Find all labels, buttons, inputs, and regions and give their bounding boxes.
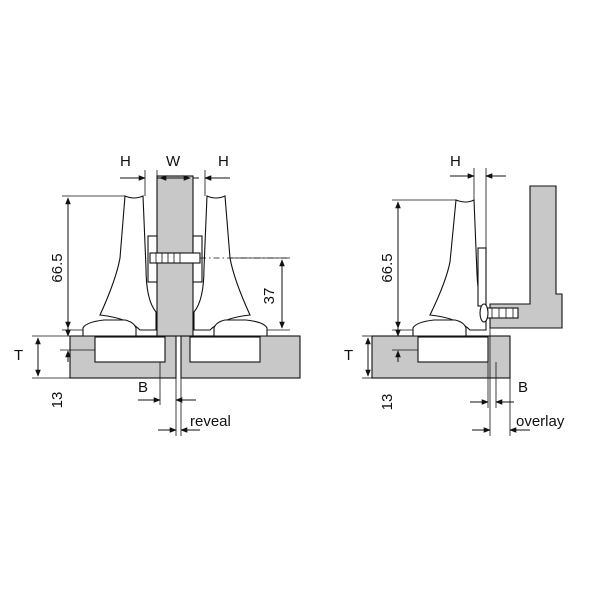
label-overlay: overlay [516, 413, 565, 430]
right-hinge-cup [417, 336, 489, 363]
label-t-left: T [14, 347, 23, 364]
right-screw [479, 303, 519, 323]
right-hinge-arm [429, 199, 487, 331]
label-37: 37 [261, 288, 278, 305]
label-w: W [166, 153, 181, 170]
right-cabinet-side [489, 185, 563, 329]
left-hinge-arm-b [193, 195, 251, 331]
left-hinge-arm-a [99, 195, 157, 331]
label-h-left-a: H [120, 153, 131, 170]
left-hinge-plate-b [213, 319, 268, 337]
label-13-left: 13 [49, 392, 66, 409]
label-reveal: reveal [190, 413, 231, 430]
right-mount-plate [477, 247, 487, 307]
label-b-right: B [518, 379, 528, 396]
left-view-double-door: H W H 66.5 37 T 13 B [14, 153, 301, 436]
label-13-right: 13 [379, 394, 396, 411]
left-hinge-cup-a [94, 336, 166, 363]
left-hinge-plate-a [82, 319, 137, 337]
label-t-right: T [344, 347, 353, 364]
left-screw [149, 252, 201, 264]
right-view-single-door: H 66.5 T 13 B overlay [344, 153, 565, 436]
label-66-5-right: 66.5 [379, 253, 396, 282]
label-h-right: H [450, 153, 461, 170]
right-hinge-plate [412, 319, 467, 337]
label-b-left: B [138, 379, 148, 396]
label-h-left-b: H [218, 153, 229, 170]
left-hinge-cup-b [189, 336, 261, 363]
label-66-5-left: 66.5 [49, 253, 66, 282]
